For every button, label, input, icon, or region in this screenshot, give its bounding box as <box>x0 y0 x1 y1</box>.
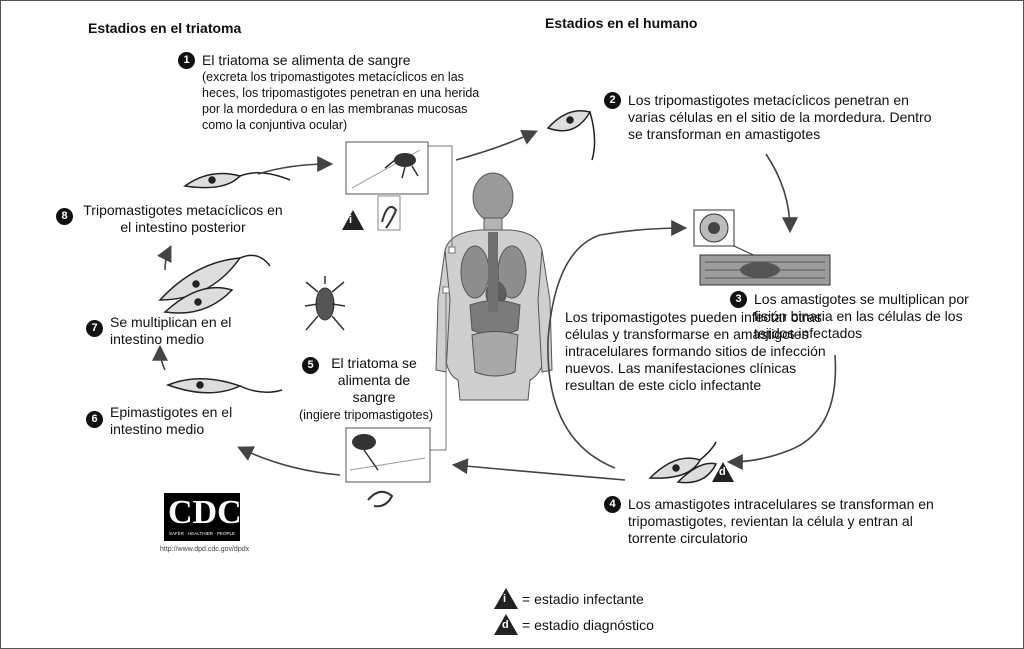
legend-diagnostic-letter: d <box>502 619 509 631</box>
step-6-text: Epimastigotes en el intestino medio <box>110 404 233 437</box>
step-8-number: 8 <box>56 208 73 225</box>
cdc-url: http://www.dpd.cdc.gov/dpdx <box>160 546 250 553</box>
cdc-logo <box>164 493 240 541</box>
step-1-detail: (excreta los tripomastigotes metacíclico… <box>202 70 480 132</box>
bug-feeding-vignette-bottom <box>345 427 431 508</box>
diagnostic-stage-marker <box>712 462 734 482</box>
cdc-logo-text: CDC <box>168 494 242 531</box>
reinfection-cycle-note: Los tripomastigotes pueden infectar otra… <box>565 309 826 393</box>
step-6-number: 6 <box>86 411 103 428</box>
epimastigote-figure <box>165 378 283 394</box>
trypomastigote-figure-2 <box>546 110 596 161</box>
triatomine-stages-heading: Estadios en el triatoma <box>88 20 242 36</box>
human-stages-heading: Estadios en el humano <box>545 15 698 31</box>
step-8-text: Tripomastigotes metacíclicos en el intes… <box>83 202 283 235</box>
infected-tissue-figure <box>693 209 831 286</box>
step-2-text: Los tripomastigotes metacíclicos penetra… <box>628 92 932 142</box>
legend-diagnostic-triangle <box>494 614 518 635</box>
step-7-text: Se multiplican en el intestino medio <box>110 314 232 347</box>
step-5-number: 5 <box>302 357 319 374</box>
diagnostic-marker-letter: d <box>719 466 726 478</box>
step-3-text: Los amastigotes se multiplican por fisió… <box>754 291 969 341</box>
step-7-number: 7 <box>86 320 103 337</box>
emerging-trypomastigotes-figure <box>648 441 718 484</box>
step-1-number: 1 <box>178 52 195 69</box>
human-body-figure <box>435 172 553 401</box>
step-4-number: 4 <box>604 496 621 513</box>
step-4-text: Los amastigotes intracelulares se transf… <box>628 496 934 546</box>
step-5-detail: (ingiere tripomastigotes) <box>298 408 434 422</box>
dividing-epimastigotes-figure <box>158 254 271 314</box>
step-2-number: 2 <box>604 92 621 109</box>
legend-diagnostic-label: = estadio diagnóstico <box>522 617 654 633</box>
legend-infective-label: = estadio infectante <box>522 591 644 607</box>
step-1-title: El triatoma se alimenta de sangre <box>202 52 411 68</box>
trypomastigote-figure-8 <box>183 172 291 189</box>
bug-feeding-vignette-top <box>345 141 429 231</box>
cdc-logo-tagline: SAFER · HEALTHIER · PEOPLE <box>169 531 235 536</box>
step-3-number: 3 <box>730 291 747 308</box>
legend-infective-letter: i <box>503 593 507 605</box>
infective-marker-letter: i <box>349 214 353 226</box>
step-5-title: El triatoma se alimenta de sangre <box>331 355 417 405</box>
legend-infective-triangle <box>494 588 518 609</box>
triatomine-bug-figure <box>304 276 346 331</box>
cycle-arrows <box>152 130 837 481</box>
infective-stage-marker <box>342 210 364 230</box>
